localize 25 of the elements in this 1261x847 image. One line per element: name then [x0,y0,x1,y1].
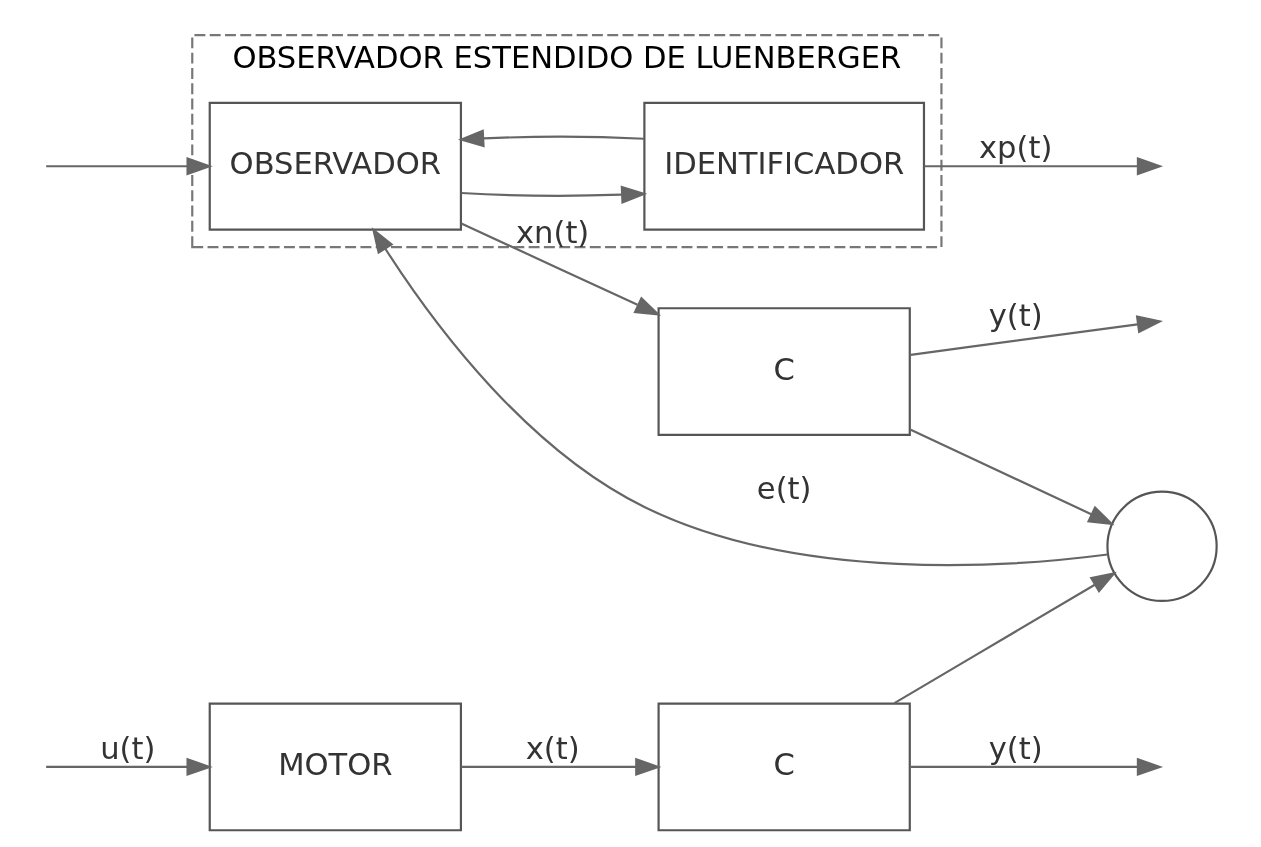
edge-label: e(t) [756,470,812,506]
edge-label: xn(t) [516,214,590,250]
node-box: OBSERVADOR [208,101,462,231]
edge-label: u(t) [100,730,156,766]
arrow [46,156,213,175]
node-box: C [657,306,911,436]
arrow [460,221,662,316]
edge-label: y(t) [988,297,1043,333]
node-circle [1106,490,1218,602]
node-box: IDENTIFICADOR [643,101,926,231]
arrow [910,314,1164,356]
edge-label: x(t) [525,730,580,766]
arrow [371,226,1108,566]
arrow [893,571,1117,704]
arrow [458,128,645,147]
arrow [910,757,1164,776]
arrow [924,156,1164,175]
edge-label: xp(t) [979,129,1053,165]
edge-label: y(t) [988,730,1043,766]
node-box: C [657,702,911,831]
arrow [46,757,213,776]
arrow [461,185,648,204]
arrow [461,757,662,776]
node-box: MOTOR [208,702,462,831]
arrow [910,428,1115,525]
